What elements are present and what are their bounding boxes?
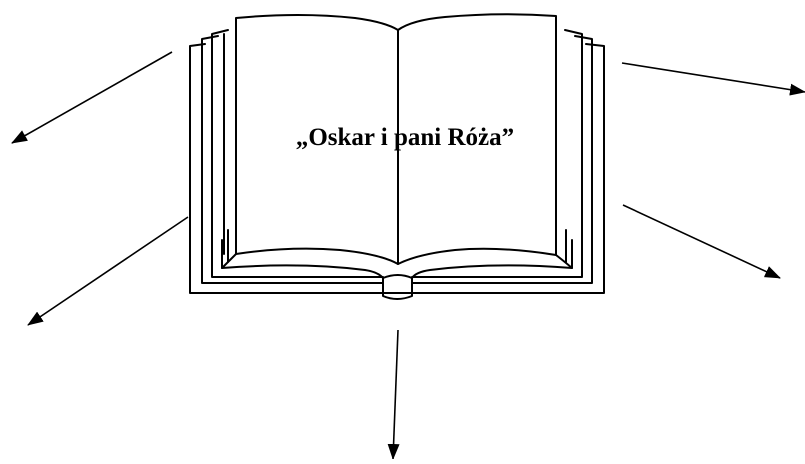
arrow-bottom-right bbox=[622, 204, 781, 279]
book-base bbox=[189, 43, 605, 294]
arrows bbox=[11, 51, 805, 460]
arrow-bottom-left bbox=[27, 216, 189, 326]
arrow-bottom bbox=[387, 329, 400, 460]
arrow-top-right bbox=[621, 62, 805, 96]
open-book-icon bbox=[189, 13, 605, 300]
book-title: „Oskar i pani Róża” bbox=[295, 124, 515, 151]
arrow-top-left bbox=[11, 51, 173, 144]
book-spine bbox=[382, 274, 413, 300]
